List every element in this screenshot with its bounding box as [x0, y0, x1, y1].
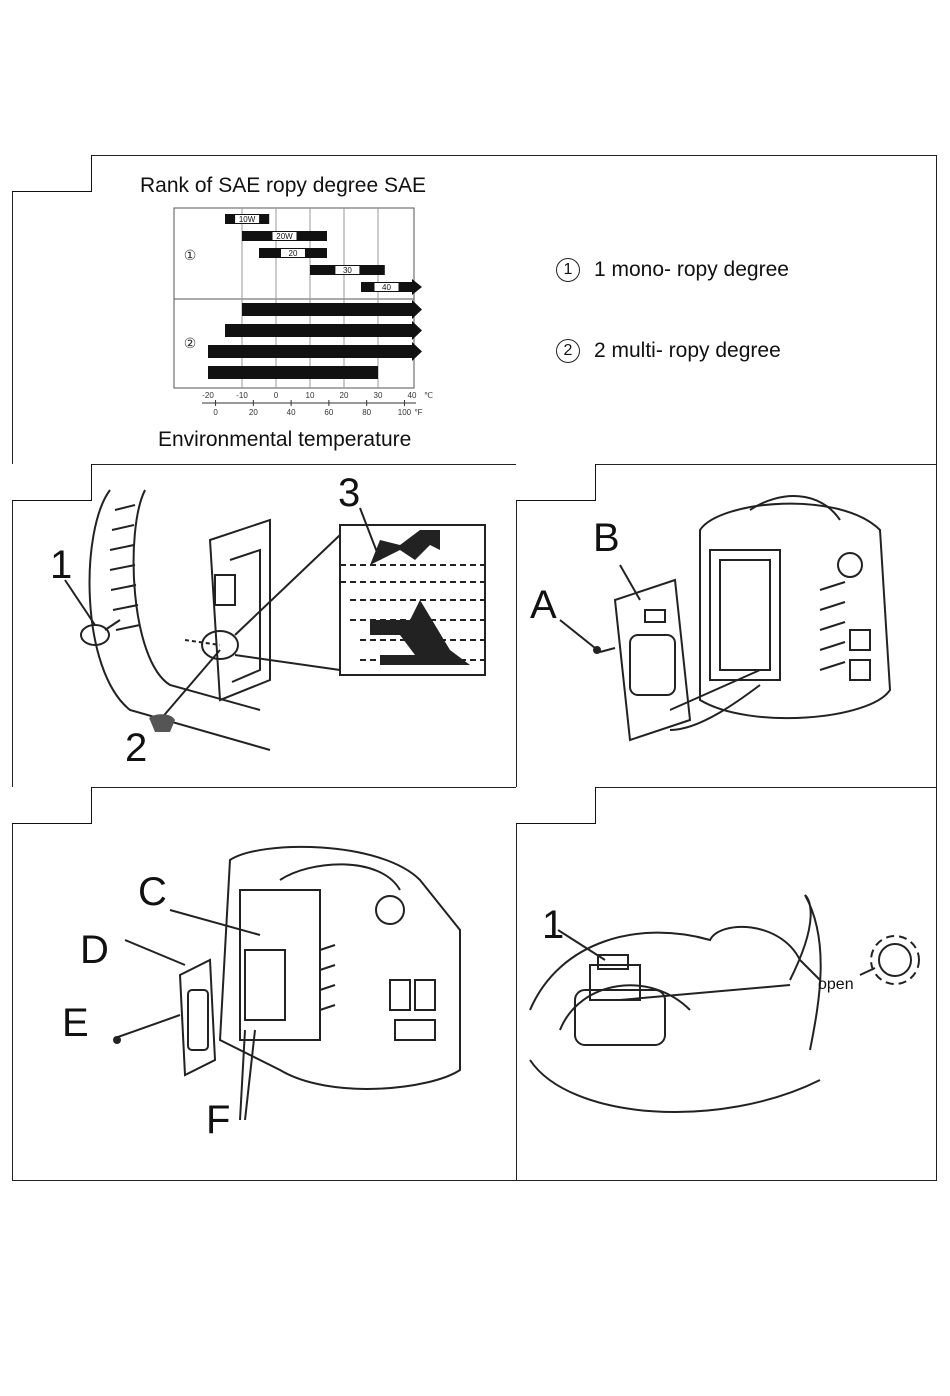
- cover-label-b: B: [593, 518, 620, 558]
- row-divider-1: [12, 464, 937, 465]
- oil-level-illustration: [20, 470, 510, 780]
- celsius-tick-label: 30: [374, 391, 383, 400]
- fuel-cap-label-1: 1: [542, 905, 564, 945]
- legend-text-mono: 1 mono- ropy degree: [594, 258, 789, 281]
- sae-bar: [208, 366, 378, 379]
- celsius-tick-label: -10: [236, 391, 248, 400]
- legend-item-multi: 2 2 multi- ropy degree: [556, 339, 781, 363]
- chart-title: Rank of SAE ropy degree SAE: [140, 174, 426, 198]
- air-filter-illustration: [60, 830, 480, 1140]
- sae-bar-label: 10W: [239, 215, 256, 224]
- filter-label-f: F: [206, 1100, 230, 1140]
- sae-bar-arrow: [412, 342, 422, 361]
- side-cover-illustration: [520, 470, 930, 780]
- fahrenheit-tick-label: 20: [249, 408, 258, 417]
- sae-bar-arrow: [412, 321, 422, 340]
- legend-marker-2: 2: [556, 339, 580, 363]
- sae-bar-arrow: [412, 300, 422, 319]
- celsius-tick-label: 0: [274, 391, 279, 400]
- oil-level-label-3: 3: [338, 473, 360, 513]
- filter-label-d: D: [80, 930, 109, 970]
- celsius-unit-label: ℃: [424, 391, 433, 400]
- row-divider-2: [12, 787, 937, 788]
- figure-tab-5: [516, 787, 596, 824]
- celsius-tick-label: 40: [408, 391, 417, 400]
- figure-tab-1: [12, 155, 92, 192]
- sae-bar-label: 30: [343, 266, 352, 275]
- filter-label-e: E: [62, 1003, 89, 1043]
- legend-text-multi: 2 multi- ropy degree: [594, 339, 781, 362]
- fahrenheit-tick-label: 80: [362, 408, 371, 417]
- sae-bar-label: 20W: [276, 232, 293, 241]
- fahrenheit-tick-label: 40: [287, 408, 296, 417]
- celsius-tick-label: 10: [306, 391, 315, 400]
- group-marker: ②: [184, 335, 197, 351]
- fahrenheit-tick-label: 60: [324, 408, 333, 417]
- oil-level-label-2: 2: [125, 728, 147, 768]
- chart-xlabel: Environmental temperature: [158, 428, 411, 452]
- oil-level-label-1: 1: [50, 545, 72, 585]
- fahrenheit-unit-label: °F: [414, 408, 422, 417]
- celsius-tick-label: -20: [202, 391, 214, 400]
- group-marker: ①: [184, 247, 197, 263]
- filter-label-c: C: [138, 872, 167, 912]
- fuel-cap-illustration: [520, 880, 930, 1120]
- fahrenheit-tick-label: 0: [213, 408, 218, 417]
- sae-bar-arrow: [412, 279, 422, 295]
- celsius-tick-label: 20: [340, 391, 349, 400]
- sae-viscosity-chart: 10W 20W 20 30 40 -20 -10 0 10 20 30 40 ℃ 0 20 40 60 80 10…: [150, 200, 450, 425]
- sae-bar: [242, 303, 412, 316]
- legend-marker-1: 1: [556, 258, 580, 282]
- sae-bar-label: 20: [289, 249, 298, 258]
- figure-tab-4: [12, 787, 92, 824]
- legend-item-mono: 1 1 mono- ropy degree: [556, 258, 789, 282]
- sae-bar: [208, 345, 412, 358]
- fahrenheit-tick-label: 100: [398, 408, 412, 417]
- sae-bar-label: 40: [382, 283, 391, 292]
- sae-bar: [225, 324, 412, 337]
- cover-label-a: A: [530, 585, 557, 625]
- fuel-cap-open-label: open: [818, 976, 854, 994]
